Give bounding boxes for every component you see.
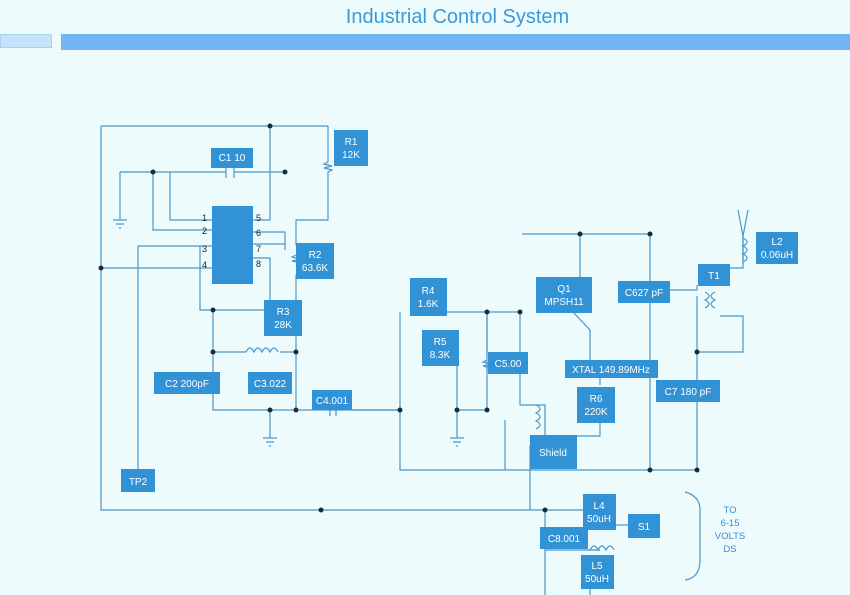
c5-label: C5.00 (495, 359, 522, 370)
c8-label: C8.001 (548, 534, 581, 545)
l4-name: L4 (593, 501, 605, 512)
ic-pin-8: 8 (256, 259, 261, 269)
component-c2[interactable]: C2 200pF (154, 372, 220, 394)
t1-label: T1 (708, 271, 720, 282)
ic-pin-6: 6 (256, 228, 261, 238)
ic-chip[interactable] (212, 206, 253, 284)
component-c3[interactable]: C3.022 (248, 372, 292, 394)
r4-value: 1.6K (418, 299, 439, 310)
r3-name: R3 (277, 307, 290, 318)
toolbar-main-bar (61, 34, 850, 50)
component-c5[interactable]: C5.00 (488, 352, 528, 374)
toolbar-left-bar (0, 34, 52, 48)
component-r5[interactable]: R5 8.3K (422, 330, 459, 366)
q1-name: Q1 (557, 284, 571, 295)
component-s1[interactable]: S1 (628, 514, 660, 538)
ic-pin-4: 4 (202, 260, 207, 270)
component-r1[interactable]: R1 12K (334, 130, 368, 166)
l5-value: 50uH (585, 574, 609, 585)
supply-note-line-2: 6-15 (720, 518, 739, 529)
r6-name: R6 (590, 394, 603, 405)
r1-name: R1 (345, 137, 358, 148)
c3-label: C3.022 (254, 379, 287, 390)
xtal-label: XTAL 149.89MHz (572, 365, 650, 376)
component-l4[interactable]: L4 50uH (583, 494, 616, 530)
component-l2[interactable]: L2 0.06uH (756, 232, 798, 264)
ic-pin-3: 3 (202, 244, 207, 254)
r4-name: R4 (422, 286, 435, 297)
r5-value: 8.3K (430, 350, 451, 361)
junction-dots (98, 123, 700, 573)
l4-value: 50uH (587, 514, 611, 525)
page-title: Industrial Control System (345, 6, 570, 28)
ic-pin-5: 5 (256, 213, 261, 223)
component-r4[interactable]: R4 1.6K (410, 278, 447, 316)
r5-name: R5 (434, 337, 447, 348)
ic-pin-1: 1 (202, 213, 207, 223)
component-r3[interactable]: R3 28K (264, 300, 302, 336)
shield-label: Shield (539, 448, 567, 459)
component-l5[interactable]: L5 50uH (581, 555, 614, 589)
r3-value: 28K (274, 320, 292, 331)
ic-pin-2: 2 (202, 226, 207, 236)
c1-label: C1 10 (219, 153, 246, 164)
component-c8[interactable]: C8.001 (540, 527, 588, 549)
r2-name: R2 (309, 250, 322, 261)
component-c6[interactable]: C627 pF (618, 281, 670, 303)
q1-value: MPSH11 (544, 297, 584, 308)
wires (100, 125, 749, 595)
supply-note-line-1: TO (723, 505, 736, 516)
l2-name: L2 (771, 237, 783, 248)
l2-value: 0.06uH (761, 250, 793, 261)
component-r6[interactable]: R6 220K (577, 387, 615, 423)
r2-value: 63.6K (302, 263, 328, 274)
component-t1[interactable]: T1 (698, 264, 730, 286)
component-c1[interactable]: C1 10 (211, 148, 253, 168)
component-xtal[interactable]: XTAL 149.89MHz (565, 360, 658, 378)
component-c4[interactable]: C4.001 (312, 390, 352, 410)
c7-label: C7 180 pF (665, 387, 712, 398)
c6-label: C627 pF (625, 288, 663, 299)
supply-note-line-3: VOLTS (715, 531, 745, 542)
supply-note-line-4: DS (723, 544, 736, 555)
component-tp2[interactable]: TP2 (121, 469, 155, 492)
tp2-label: TP2 (129, 477, 148, 488)
l5-name: L5 (591, 561, 603, 572)
c2-label: C2 200pF (165, 379, 209, 390)
s1-label: S1 (638, 522, 651, 533)
component-shield[interactable]: Shield (530, 435, 577, 469)
r1-value: 12K (342, 150, 360, 161)
component-q1[interactable]: Q1 MPSH11 (536, 277, 592, 313)
component-r2[interactable]: R2 63.6K (296, 243, 334, 279)
ic-pin-7: 7 (256, 244, 261, 254)
component-c7[interactable]: C7 180 pF (656, 380, 720, 402)
c4-label: C4.001 (316, 396, 349, 407)
r6-value: 220K (584, 407, 608, 418)
